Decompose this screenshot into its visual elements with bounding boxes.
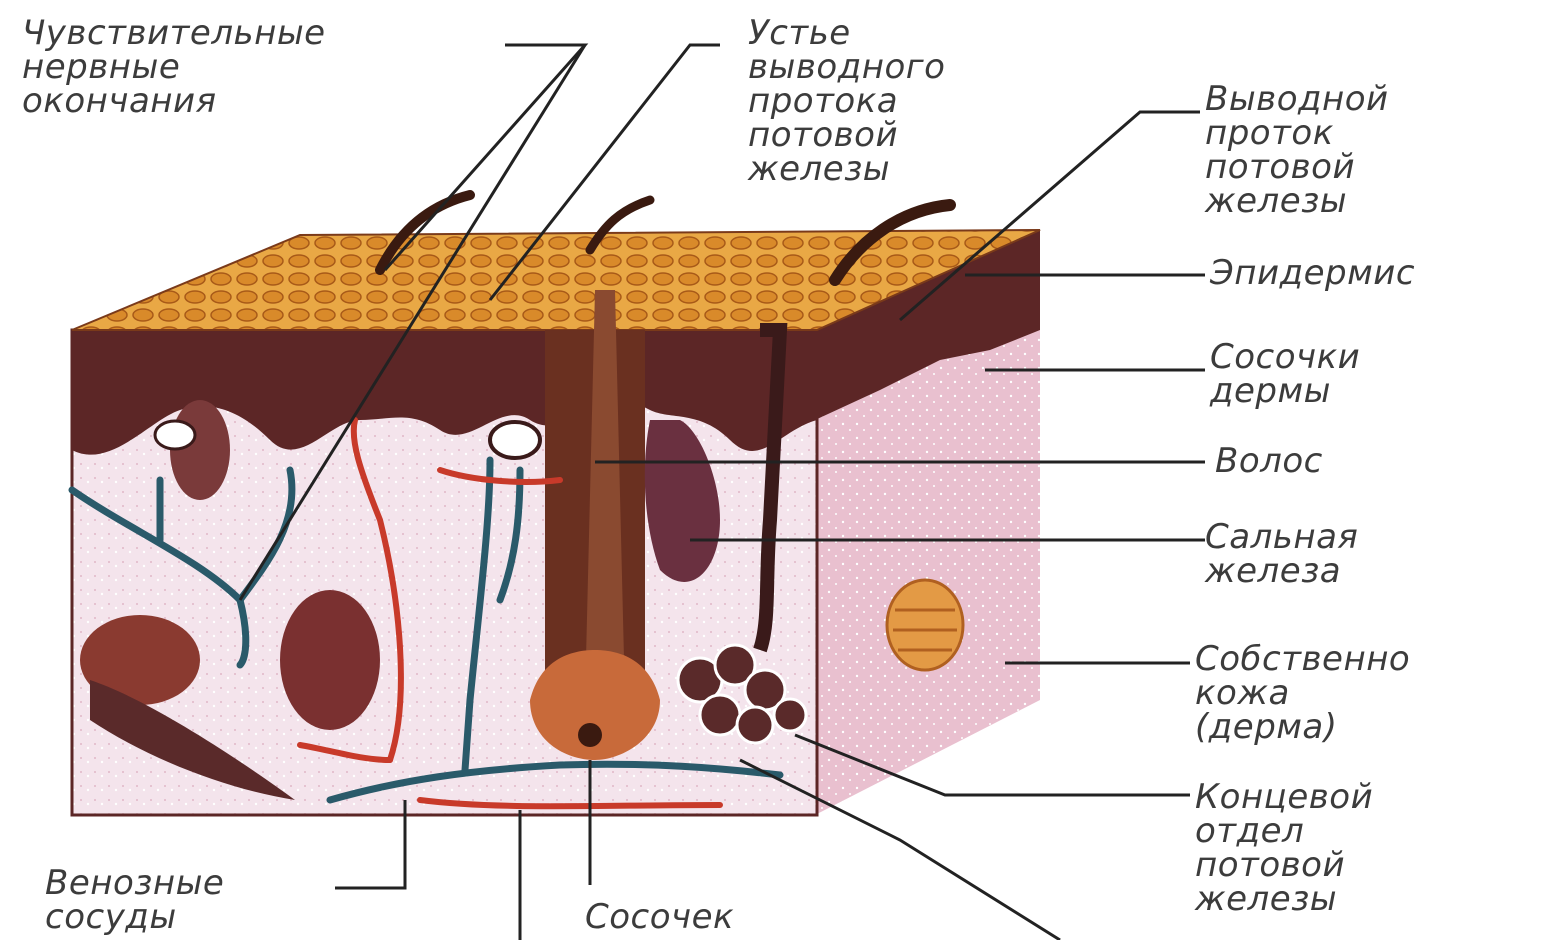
- label-line: Собственно: [1195, 642, 1410, 676]
- label-line: (дерма): [1195, 710, 1410, 744]
- label-sweat-gland-secretory: Концевой отдел потовой железы: [1195, 780, 1373, 916]
- label-line: Эпидермис: [1210, 256, 1415, 290]
- label-line: потовой: [1195, 848, 1373, 882]
- label-line: потовой: [748, 118, 945, 152]
- label-line: железы: [1195, 882, 1373, 916]
- label-line: Венозные: [45, 866, 224, 900]
- label-line: Сальная: [1205, 520, 1358, 554]
- label-line: Волос: [1215, 444, 1323, 478]
- label-sebaceous-gland: Сальная железа: [1205, 520, 1358, 588]
- label-venous-vessels: Венозные сосуды: [45, 866, 224, 934]
- label-line: выводного: [748, 50, 945, 84]
- label-line: железы: [748, 152, 945, 186]
- label-line: Концевой: [1195, 780, 1373, 814]
- label-line: протока: [748, 84, 945, 118]
- label-line: Сосочек: [585, 900, 734, 934]
- side-sweat-gland: [887, 580, 963, 670]
- label-line: Сосочки: [1210, 340, 1360, 374]
- label-line: железы: [1205, 184, 1389, 218]
- label-line: окончания: [22, 84, 326, 118]
- label-line: потовой: [1205, 150, 1389, 184]
- label-line: проток: [1205, 116, 1389, 150]
- label-sweat-pore: Устье выводного протока потовой железы: [748, 16, 945, 186]
- label-hair-papilla: Сосочек: [585, 900, 734, 934]
- label-sensory-nerve-endings: Чувствительные нервные окончания: [22, 16, 326, 118]
- label-line: железа: [1205, 554, 1358, 588]
- label-line: сосуды: [45, 900, 224, 934]
- hair-follicle: [530, 290, 660, 760]
- label-line: нервные: [22, 50, 326, 84]
- label-line: кожа: [1195, 676, 1410, 710]
- block-side-face: [815, 230, 1040, 815]
- label-epidermis: Эпидермис: [1210, 256, 1415, 290]
- label-line: Выводной: [1205, 82, 1389, 116]
- label-sweat-duct: Выводной проток потовой железы: [1205, 82, 1389, 218]
- label-dermis: Собственно кожа (дерма): [1195, 642, 1410, 744]
- label-line: дермы: [1210, 374, 1360, 408]
- label-line: Чувствительные: [22, 16, 326, 50]
- label-line: Устье: [748, 16, 945, 50]
- label-hair: Волос: [1215, 444, 1323, 478]
- label-papillary-dermis: Сосочки дермы: [1210, 340, 1360, 408]
- label-line: отдел: [1195, 814, 1373, 848]
